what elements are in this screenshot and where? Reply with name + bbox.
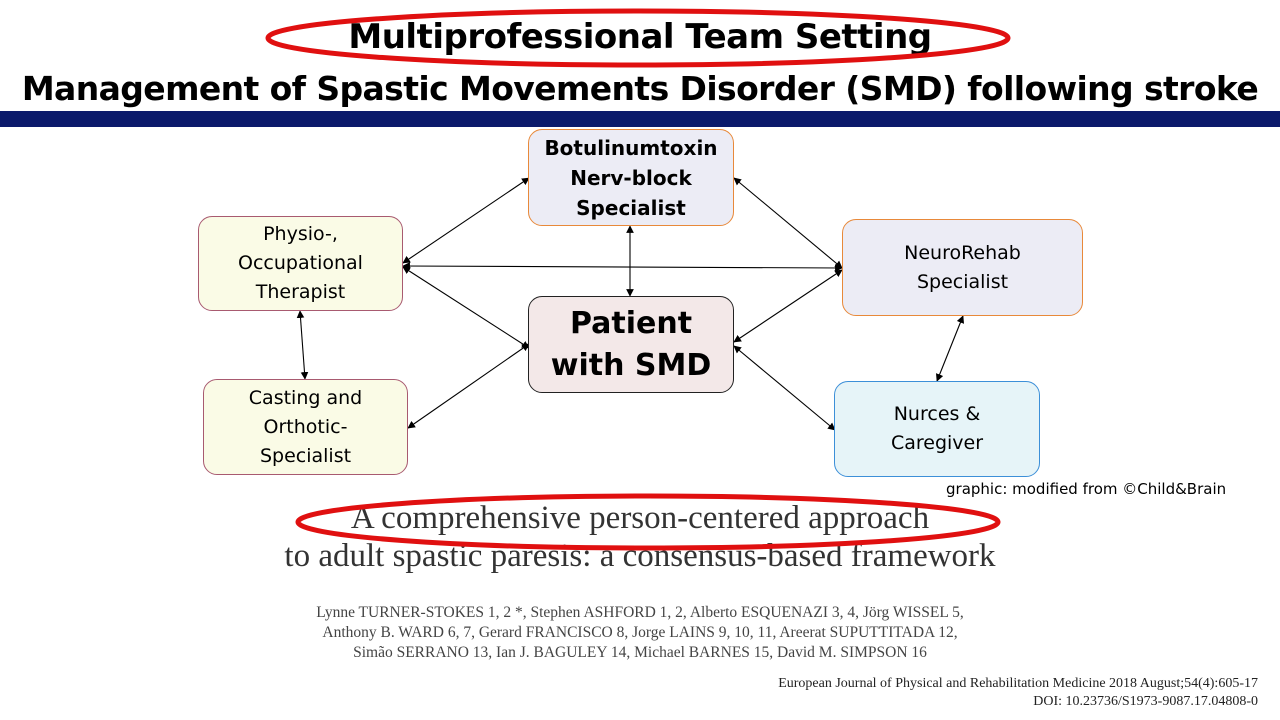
paper-title-line2: to adult spastic paresis: a consensus-ba… [284, 538, 996, 574]
arrow-physio-neurorehab [402, 262, 843, 272]
graphic-credit: graphic: modified from ©Child&Brain [946, 480, 1227, 498]
node-physio-therapist: Physio-, Occupational Therapist [198, 216, 403, 311]
arrow-botox-neurorehab [733, 177, 843, 269]
journal-doi: DOI: 10.23736/S1973-9087.17.04808-0 [1033, 694, 1258, 709]
arrow-physio-botox [402, 177, 530, 264]
journal-citation: European Journal of Physical and Rehabil… [778, 676, 1258, 691]
paper-authors-line1: Lynne TURNER-STOKES 1, 2 *, Stephen ASHF… [316, 604, 964, 621]
node-nurses-caregiver: Nurces & Caregiver [834, 381, 1040, 477]
arrow-patient-nurses [733, 345, 836, 431]
arrow-physio-patient [402, 266, 530, 349]
arrow-physio-casting [296, 310, 309, 380]
node-label: Casting and Orthotic- Specialist [248, 386, 363, 467]
node-label: Botulinumtoxin Nerv-block Specialist [544, 135, 718, 220]
paper-title-line1: A comprehensive person-centered approach [350, 500, 930, 536]
arrow-neurorehab-nurses [935, 315, 965, 382]
node-botulinumtoxin-specialist: Botulinumtoxin Nerv-block Specialist [528, 129, 734, 226]
arrow-casting-patient [407, 343, 530, 429]
node-label: Patient with SMD [550, 305, 712, 383]
header-bar [0, 111, 1280, 127]
node-label: NeuroRehab Specialist [904, 241, 1021, 293]
arrow-neurorehab-patient [733, 269, 843, 343]
paper-authors-line2: Anthony B. WARD 6, 7, Gerard FRANCISCO 8… [322, 624, 958, 641]
node-label: Nurces & Caregiver [890, 403, 984, 454]
node-label: Physio-, Occupational Therapist [238, 223, 363, 303]
node-neurorehab-specialist: NeuroRehab Specialist [842, 219, 1083, 316]
node-patient: Patient with SMD [528, 296, 734, 393]
paper-authors-line3: Simão SERRANO 13, Ian J. BAGULEY 14, Mic… [353, 644, 927, 661]
slide-subtitle: Management of Spastic Movements Disorder… [21, 69, 1259, 108]
node-casting-orthotic-specialist: Casting and Orthotic- Specialist [203, 379, 408, 475]
